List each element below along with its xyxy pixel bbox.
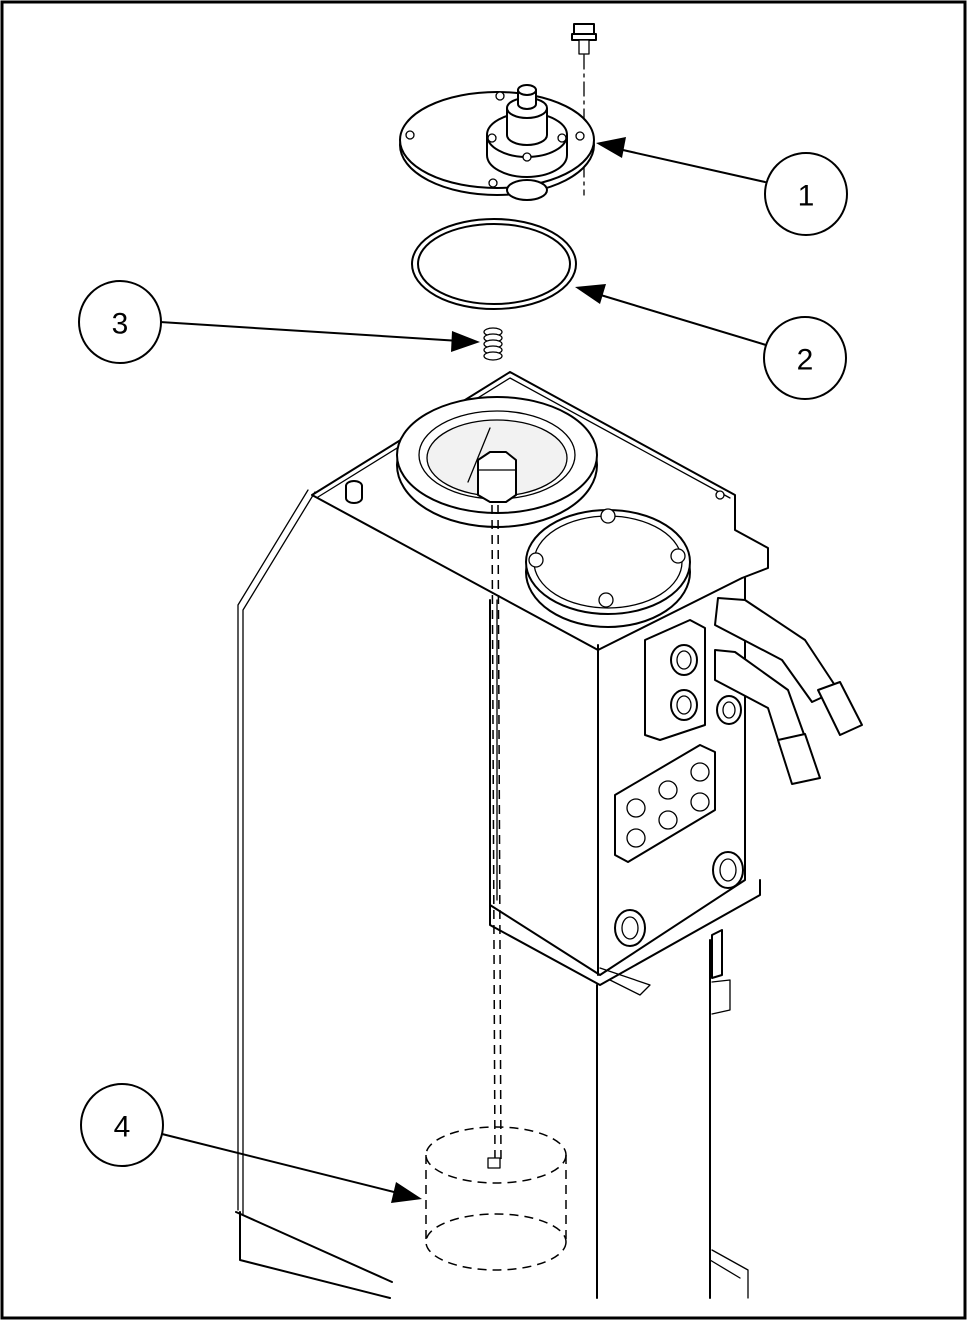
callout-3-label: 3 [112,308,129,341]
callout-1: 1 [596,137,848,236]
callout-1-circle [764,152,848,236]
hose-fittings [714,597,863,785]
filler-neck [396,396,598,528]
spring-part-3 [483,327,503,361]
callout-3-circle [78,280,162,364]
assembly-centerline-2 [497,504,502,1166]
access-cover [525,508,691,628]
assembly-centerline [491,504,496,1166]
callout-3: 3 [78,280,480,364]
callout-4: 4 [80,1083,422,1203]
callout-4-arrowhead [391,1182,422,1203]
callout-4-circle [80,1083,164,1167]
callout-group: 1 2 3 4 [78,137,848,1203]
callout-1-label: 1 [798,180,815,213]
cover-assembly-part-1 [399,23,597,201]
o-ring-part-2 [411,218,577,310]
callout-2: 2 [575,284,847,400]
callout-1-arrowhead [596,137,626,158]
callout-2-label: 2 [797,344,814,377]
filter-part-4 [425,1126,567,1271]
callout-2-circle [763,316,847,400]
callout-2-arrowhead [575,284,606,304]
callout-4-label: 4 [114,1111,131,1144]
port-blocks [614,619,744,1015]
callout-3-arrowhead [451,331,480,352]
